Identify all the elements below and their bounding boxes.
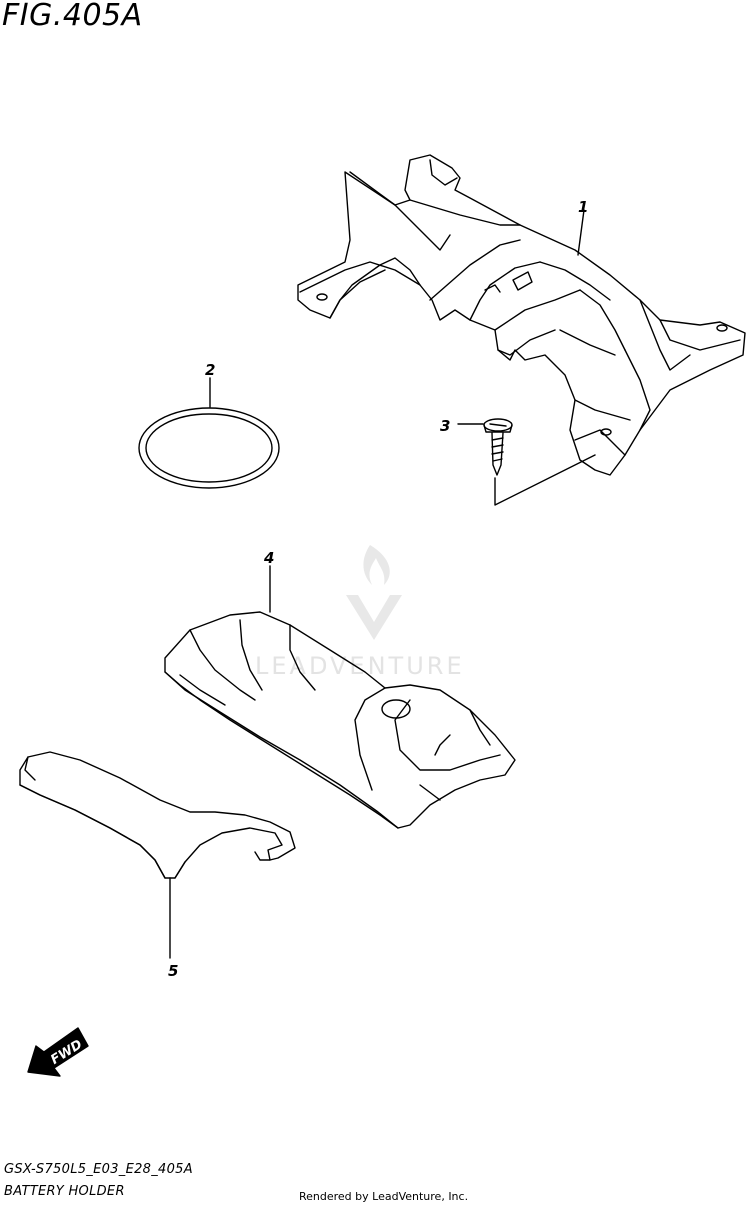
leadventure-watermark: LEADVENTURE bbox=[255, 545, 465, 680]
callout-2: 2 bbox=[205, 361, 215, 379]
fwd-direction-badge: FWD bbox=[27, 1027, 89, 1077]
leader-3-to-1 bbox=[494, 454, 596, 506]
part-3-screw[interactable] bbox=[483, 418, 513, 476]
watermark-text: LEADVENTURE bbox=[255, 652, 465, 680]
rendered-by-footer: Rendered by LeadVenture, Inc. bbox=[299, 1190, 469, 1203]
part-1-battery-holder[interactable] bbox=[297, 154, 746, 476]
leader-lines bbox=[169, 209, 596, 959]
part-2-ring-band[interactable] bbox=[138, 407, 280, 489]
diagram-caption: BATTERY HOLDER bbox=[4, 1184, 125, 1199]
callout-1: 1 bbox=[578, 198, 588, 216]
leader-1 bbox=[577, 209, 585, 256]
callout-3: 3 bbox=[440, 417, 450, 435]
part-4-tool-bag[interactable] bbox=[164, 611, 516, 829]
callout-5: 5 bbox=[168, 962, 178, 980]
callout-4: 4 bbox=[263, 549, 274, 567]
diagram-code: GSX-S750L5_E03_E28_405A bbox=[4, 1162, 193, 1177]
flame-icon bbox=[363, 545, 390, 585]
part-5-spanner[interactable] bbox=[19, 751, 296, 879]
figure-title: FIG.405A bbox=[2, 0, 143, 33]
v-logo-icon bbox=[346, 595, 402, 640]
